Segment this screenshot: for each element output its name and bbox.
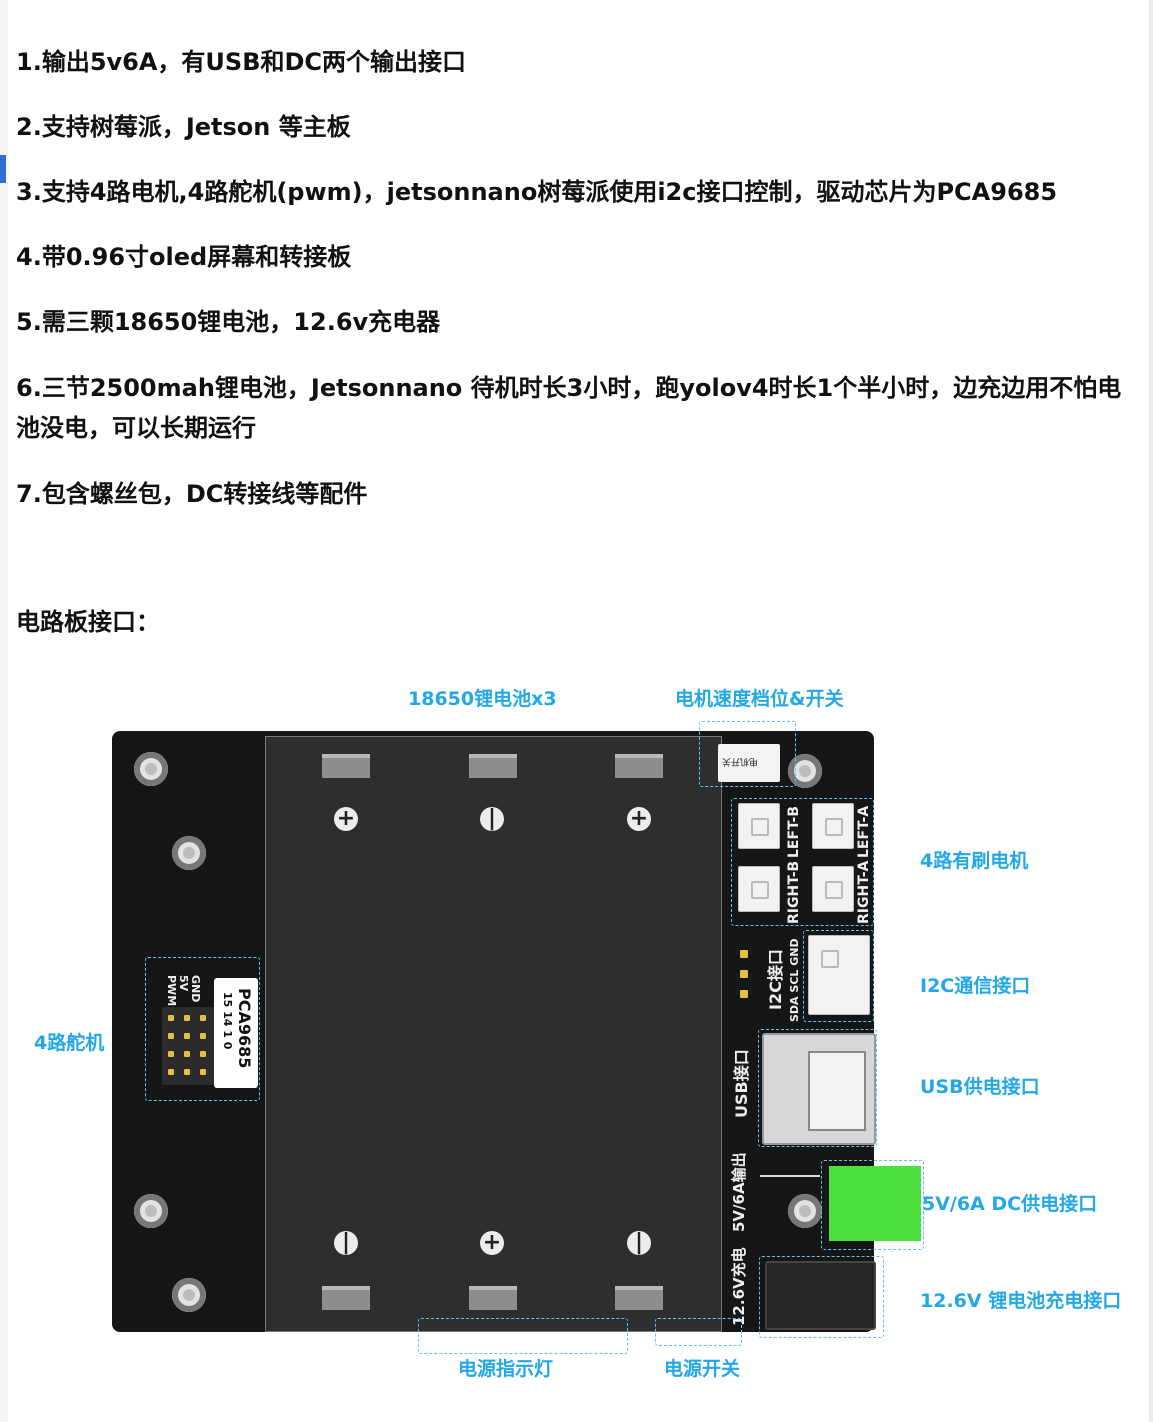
feature-4: 4.带0.96寸oled屏幕和转接板 [16,243,352,271]
pin-row-label-gnd: GND [189,975,202,1003]
mount-hole [172,1278,206,1312]
plus-symbol-icon: + [627,807,651,831]
dc-output-port[interactable] [829,1166,921,1241]
minus-symbol-icon: | [480,807,504,831]
i2c-port-label: I2C接口 [766,949,785,1010]
callout-motors: 4路有刷电机 [920,850,1029,872]
i2c-connector[interactable] [808,935,870,1015]
motors-highlight [731,798,874,926]
motor-label-right-a: RIGHT-A [856,860,872,924]
feature-5: 5.需三颗18650锂电池，12.6v充电器 [16,308,441,336]
battery-contact [322,754,370,778]
pca-chip-label: PCA9685 [235,988,254,1069]
switch-label: 电机开关 [722,756,759,766]
right-edge-strip [1149,0,1153,1422]
mount-hole [134,752,168,786]
battery-contact [615,1286,663,1310]
motor-switch-highlight [699,721,796,787]
motor-connector[interactable] [812,803,854,849]
feature-3: 3.支持4路电机,4路舵机(pwm)，jetsonnano树莓派使用i2c接口控… [16,178,1058,206]
i2c-highlight [803,930,874,1022]
usb-port-label: USB接口 [732,1049,751,1118]
pin-numbers-label: 15 14 1 0 [221,992,234,1050]
feature-6: 6.三节2500mah锂电池，Jetsonnano 待机时长3小时，跑yolov… [16,374,1122,442]
section-heading: 电路板接口： [16,608,160,636]
mount-hole [134,1194,168,1228]
servo-pin-header [162,1007,217,1085]
callout-motor-speed: 电机速度档位&开关 [675,688,844,710]
plus-symbol-icon: + [480,1231,504,1255]
power-led-highlight [418,1318,628,1354]
arrow-icon [760,1175,820,1177]
power-switch-highlight [655,1318,742,1346]
motor-switch[interactable]: 电机开关 [718,744,780,782]
scroll-marker [0,155,6,183]
feature-2: 2.支持树莓派，Jetson 等主板 [16,113,351,141]
motor-label-right-b: RIGHT-B [786,860,802,924]
battery-contact [469,754,517,778]
callout-power-switch: 电源开关 [664,1358,741,1380]
motor-connector[interactable] [738,866,780,912]
callout-battery: 18650锂电池x3 [408,688,557,710]
minus-symbol-icon: | [627,1231,651,1255]
motor-connector[interactable] [812,866,854,912]
mount-hole [788,754,822,788]
header-pin [740,950,748,958]
callout-power-led: 电源指示灯 [458,1358,554,1380]
feature-7: 7.包含螺丝包，DC转接线等配件 [16,480,368,508]
motor-label-left-a: LEFT-A [856,805,872,858]
feature-1: 1.输出5v6A，有USB和DC两个输出接口 [16,48,467,76]
callout-charge: 12.6V 锂电池充电接口 [920,1290,1122,1312]
pca9685-label-plate: PCA9685 15 14 1 0 [214,978,258,1088]
callout-i2c: I2C通信接口 [920,975,1031,997]
callout-usb: USB供电接口 [920,1076,1040,1098]
mount-hole [788,1194,822,1228]
motor-connector[interactable] [738,803,780,849]
i2c-pins-label: SDA SCL GND [788,938,801,1022]
dc-out-highlight [821,1160,924,1250]
usb-port[interactable] [762,1033,876,1145]
callout-servo: 4路舵机 [34,1032,105,1054]
minus-symbol-icon: | [334,1231,358,1255]
dc-output-label: 5V/6A输出 [730,1152,748,1232]
charge-port[interactable] [765,1261,876,1330]
header-pin [740,970,748,978]
charge-highlight [759,1256,884,1338]
header-pin [740,990,748,998]
battery-contact [615,754,663,778]
callout-dc-out: 5V/6A DC供电接口 [922,1193,1098,1215]
plus-symbol-icon: + [334,807,358,831]
motor-label-left-b: LEFT-B [786,805,802,858]
battery-contact [322,1286,370,1310]
usb-highlight [758,1029,877,1147]
servo-highlight [145,957,260,1101]
battery-contact [469,1286,517,1310]
mount-hole [172,836,206,870]
charge-port-label: 12.6V充电 [730,1247,748,1326]
left-edge-strip [0,0,8,1422]
